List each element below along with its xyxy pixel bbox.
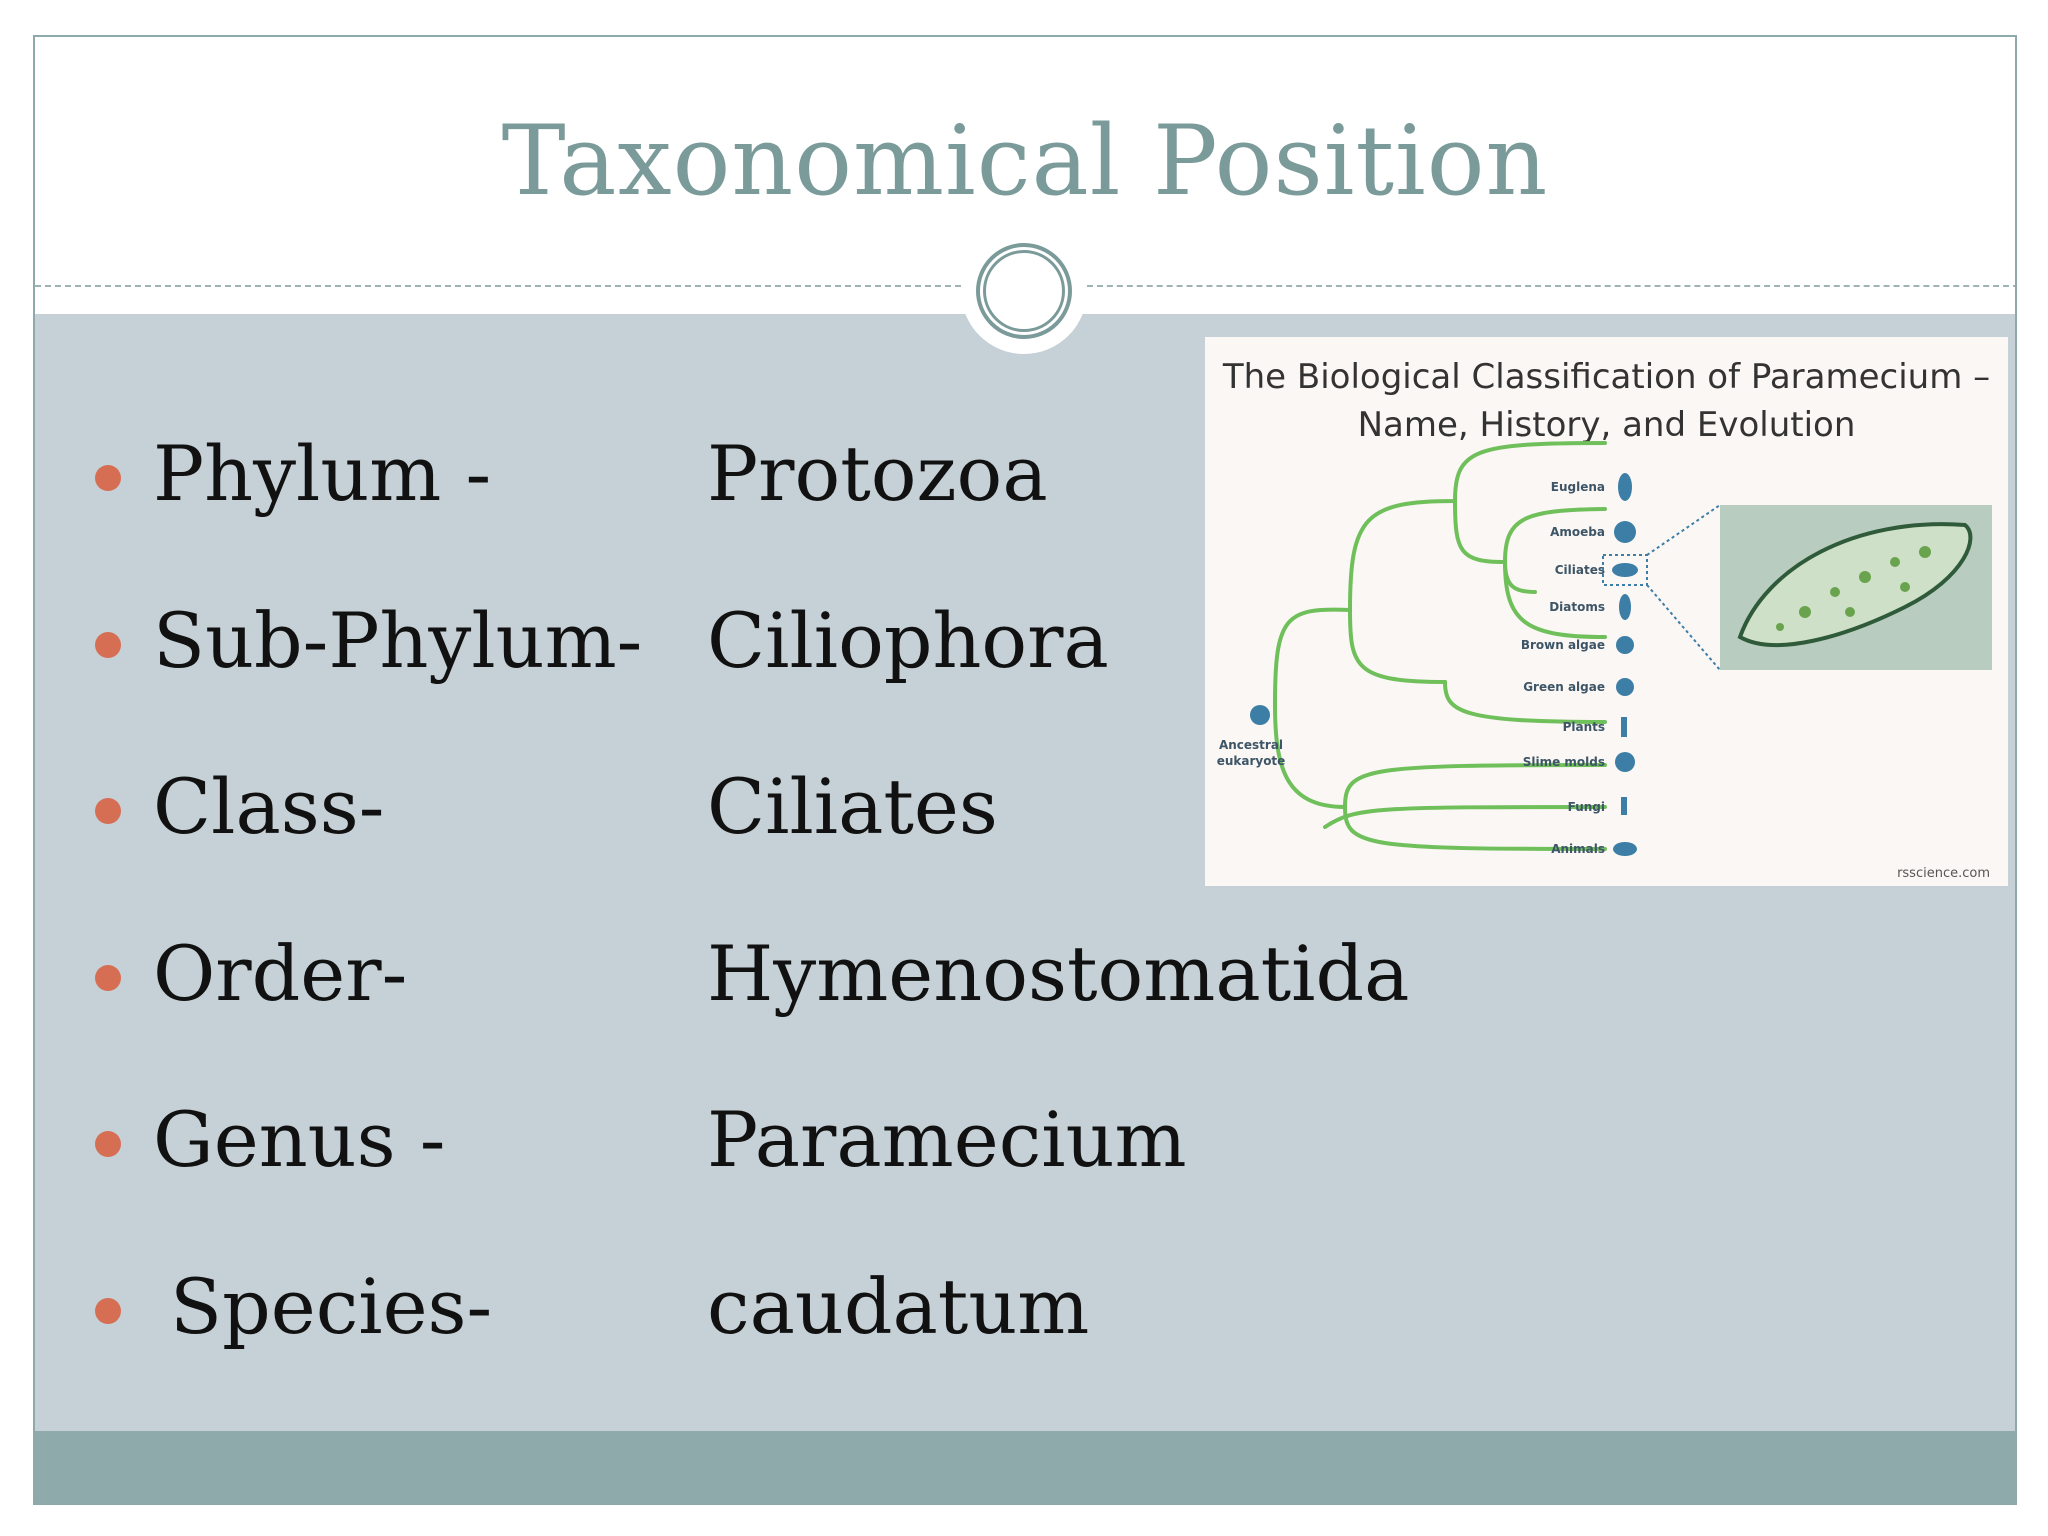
branch-plants: [1443, 680, 1607, 724]
taxonomy-row-subphylum: Sub-Phylum- Ciliophora: [35, 596, 1435, 686]
leaf-fungi: Fungi: [1568, 800, 1605, 814]
footer-band: [35, 1431, 2015, 1503]
amoeba-icon: [1614, 521, 1636, 543]
leaf-diatoms: Diatoms: [1549, 600, 1605, 614]
animal-icon: [1613, 842, 1637, 856]
rank-value: Ciliates: [707, 762, 998, 851]
branch-animals: [1343, 805, 1607, 851]
plant-icon: [1621, 717, 1627, 737]
zoom-line-bottom: [1646, 584, 1721, 671]
taxonomy-row-phylum: Phylum - Protozoa: [35, 429, 1435, 519]
leaf-slime-molds: Slime molds: [1523, 755, 1605, 769]
leaf-labels: Euglena Amoeba Ciliates Diatoms Brown al…: [1521, 480, 1605, 856]
phylogenetic-tree: Euglena Amoeba Ciliates Diatoms Brown al…: [1217, 441, 1992, 881]
rank-label: Phylum -: [153, 429, 492, 518]
bullet-icon: [95, 465, 121, 491]
leaf-green-algae: Green algae: [1523, 680, 1605, 694]
root-label-line1: Ancestral: [1219, 738, 1283, 752]
classification-figure: The Biological Classification of Paramec…: [1205, 337, 2008, 886]
ancestral-cell-icon: [1250, 705, 1270, 725]
leaf-icons: [1250, 473, 1638, 856]
diatom-icon: [1619, 594, 1631, 620]
bullet-icon: [95, 798, 121, 824]
leaf-euglena: Euglena: [1551, 480, 1605, 494]
brown-algae-icon: [1616, 636, 1634, 654]
root-label-line2: eukaryote: [1217, 754, 1286, 768]
figure-title-line2: Name, History, and Evolution: [1357, 405, 1856, 445]
taxonomy-row-species: Species- caudatum: [35, 1262, 1435, 1352]
circle-ring-inner-icon: [983, 250, 1065, 332]
zoom-line-top: [1646, 504, 1721, 556]
slide: Taxonomical Position Phylum - Protozoa S…: [33, 35, 2017, 1505]
leaf-animals: Animals: [1551, 842, 1605, 856]
leaf-brown-algae: Brown algae: [1521, 638, 1605, 652]
rank-label: Order-: [153, 929, 408, 1018]
slide-title: Taxonomical Position: [501, 105, 1549, 217]
title-divider-left: [35, 285, 961, 287]
ciliates-highlight-box: [1602, 554, 1648, 586]
branch-brown: [1503, 560, 1607, 639]
branch-fungi: [1323, 805, 1607, 829]
rank-label: Species-: [170, 1262, 493, 1351]
paramecium-organelles: [1776, 546, 1931, 631]
fungi-icon: [1621, 797, 1627, 815]
taxonomy-row-class: Class- Ciliates: [35, 762, 1435, 852]
taxonomy-row-order: Order- Hymenostomatida: [35, 929, 1435, 1019]
figure-title: The Biological Classification of Paramec…: [1205, 353, 2008, 449]
branch-slime: [1273, 702, 1607, 810]
tree-branches: [1273, 441, 1607, 851]
branch-ciliates-diatoms: [1503, 560, 1537, 594]
rank-value: Protozoa: [707, 429, 1048, 518]
bullet-icon: [95, 1131, 121, 1157]
circle-ring-icon: [976, 243, 1072, 339]
rank-label: Genus -: [153, 1095, 446, 1184]
rank-value: Ciliophora: [707, 596, 1109, 685]
leaf-amoeba: Amoeba: [1550, 525, 1605, 539]
bullet-icon: [95, 632, 121, 658]
taxonomy-row-genus: Genus - Paramecium: [35, 1095, 1435, 1185]
branch-euglena: [1273, 441, 1607, 706]
rank-value: Paramecium: [707, 1095, 1187, 1184]
leaf-ciliates: Ciliates: [1555, 563, 1605, 577]
paramecium-image: [1737, 522, 1973, 648]
green-algae-icon: [1616, 678, 1634, 696]
bullet-icon: [95, 965, 121, 991]
paramecium-icon: [1612, 563, 1638, 577]
rank-label: Class-: [153, 762, 385, 851]
rank-label: Sub-Phylum-: [153, 596, 643, 685]
slime-mold-icon: [1615, 752, 1635, 772]
branch-green: [1348, 608, 1447, 684]
title-divider-right: [1087, 285, 2015, 287]
leaf-plants: Plants: [1563, 720, 1605, 734]
figure-title-line1: The Biological Classification of Paramec…: [1222, 357, 1991, 397]
figure-credit: rsscience.com: [1897, 866, 1990, 881]
bullet-icon: [95, 1298, 121, 1324]
root-label: Ancestral eukaryote: [1217, 738, 1286, 768]
rank-value: caudatum: [707, 1262, 1090, 1351]
rank-value: Hymenostomatida: [707, 929, 1410, 1018]
euglena-icon: [1618, 473, 1632, 501]
